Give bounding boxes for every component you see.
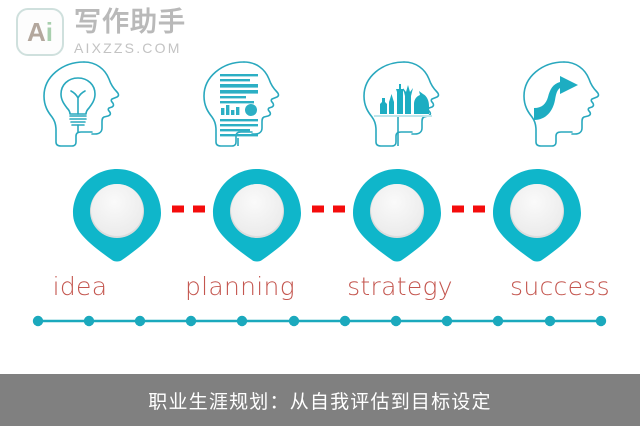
step-label-success: success	[510, 271, 610, 301]
baseline-dots	[32, 315, 607, 327]
head-up-arrow-icon	[523, 61, 600, 147]
ai-logo-letters: Ai	[27, 19, 53, 45]
head-lightbulb-icon	[43, 61, 120, 147]
ai-logo-icon: Ai	[16, 8, 64, 56]
timeline-baseline	[0, 310, 640, 332]
brand-watermark: Ai 写作助手 AIXZZS.COM	[16, 8, 186, 56]
caption-text: 职业生涯规划：从自我评估到目标设定	[148, 390, 492, 413]
icon-cell-idea	[0, 58, 160, 150]
mini-bar-chart	[221, 105, 240, 115]
label-cell-planning: planning	[160, 266, 320, 306]
mini-pie-chart	[245, 104, 257, 116]
icon-cell-success	[480, 58, 640, 150]
step-label-idea: idea	[52, 271, 108, 301]
head-report-chart-icon	[203, 61, 280, 147]
icon-cell-planning	[160, 58, 320, 150]
brand-domain: AIXZZS.COM	[74, 40, 182, 56]
head-icon-row	[0, 58, 640, 150]
pin-marker-planning[interactable]	[210, 166, 304, 264]
pin-marker-row	[0, 162, 640, 267]
caption-bar: 职业生涯规划：从自我评估到目标设定	[0, 374, 640, 426]
pin-marker-strategy[interactable]	[350, 166, 444, 264]
chess-pieces	[380, 84, 429, 114]
step-label-strategy: strategy	[347, 271, 453, 301]
pin-marker-success[interactable]	[490, 166, 584, 264]
brand-text-block: 写作助手 AIXZZS.COM	[74, 9, 186, 55]
logo-letter-a: A	[26, 17, 46, 47]
pin-marker-idea[interactable]	[70, 166, 164, 264]
icon-cell-strategy	[320, 58, 480, 150]
label-cell-success: success	[480, 266, 640, 306]
rising-arrow-shape	[534, 76, 578, 120]
label-cell-idea: idea	[0, 266, 160, 306]
step-label-row: idea planning strategy success	[0, 266, 640, 306]
label-cell-strategy: strategy	[320, 266, 480, 306]
step-label-planning: planning	[184, 271, 296, 301]
logo-letter-i: i	[45, 17, 53, 47]
head-chess-pieces-icon	[363, 61, 440, 147]
brand-name-cn: 写作助手	[74, 7, 186, 38]
